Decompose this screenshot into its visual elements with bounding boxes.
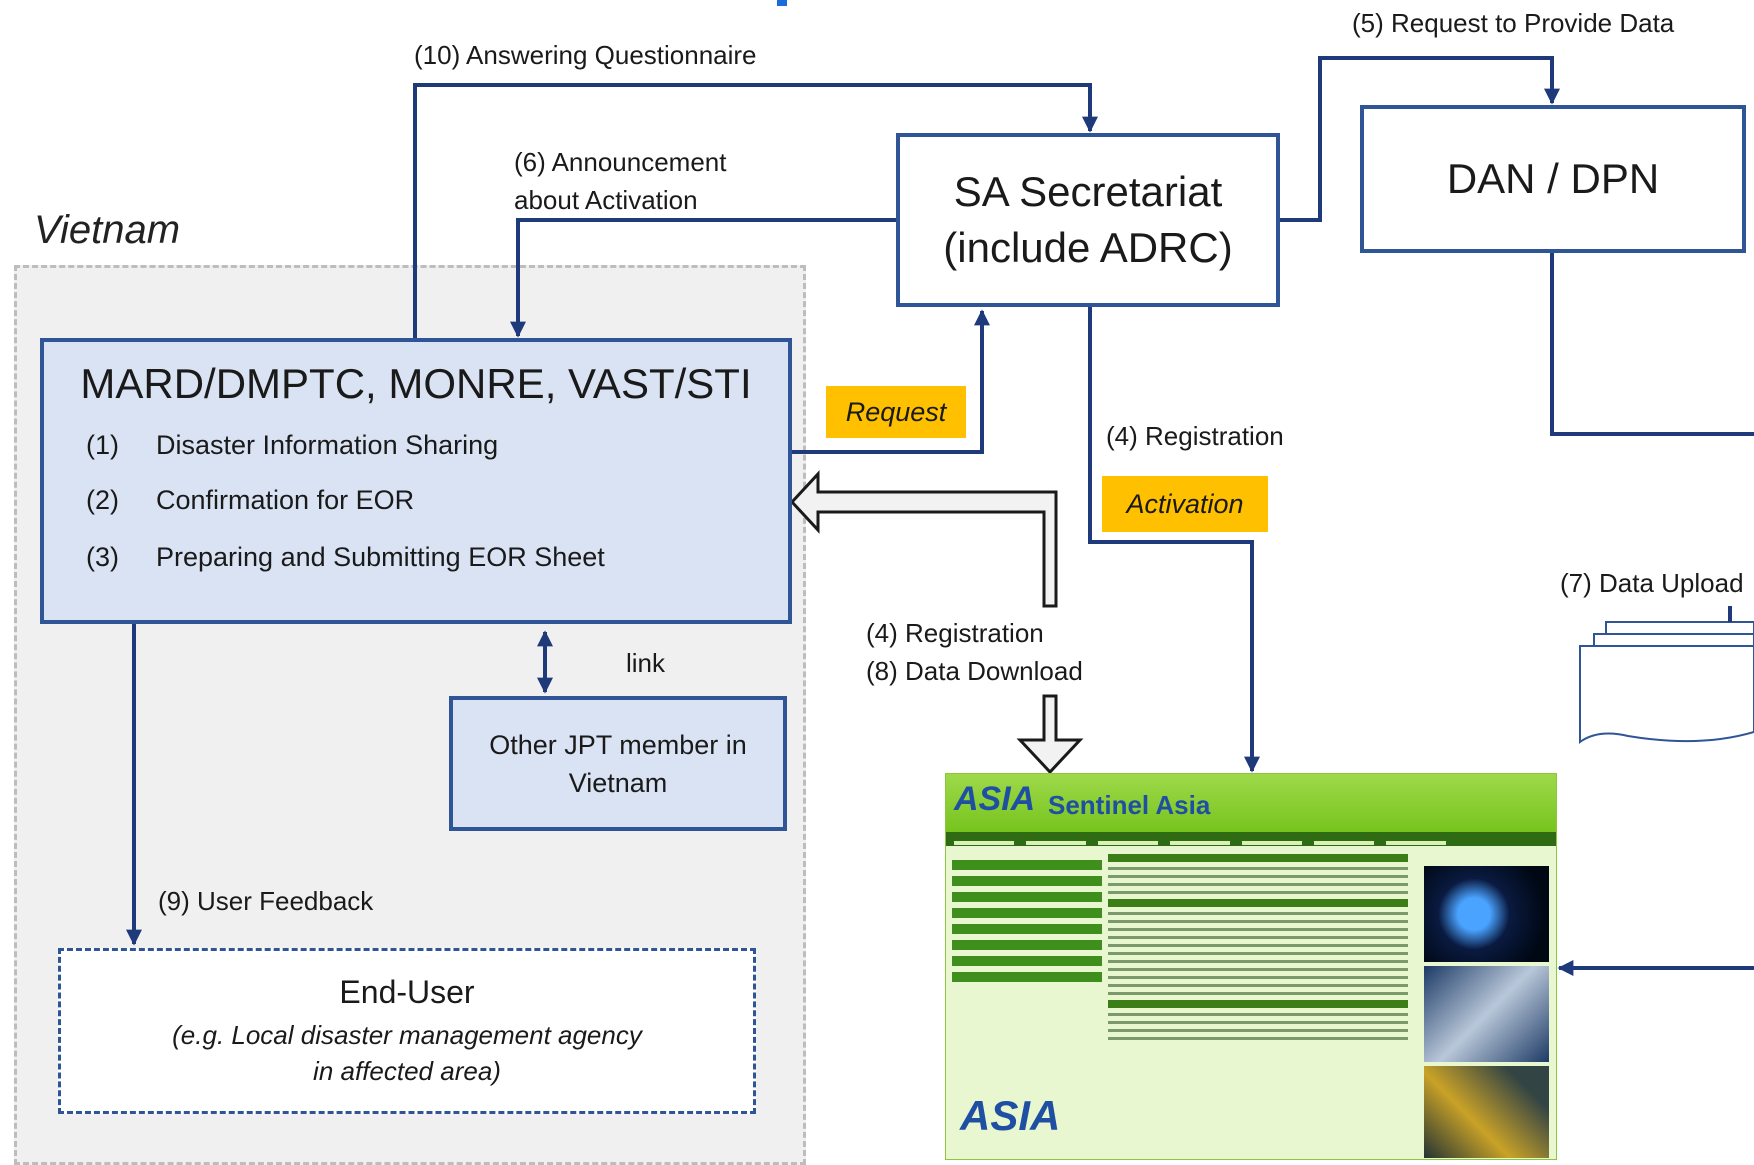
mard-item-number: (2)	[86, 485, 119, 515]
hollow-arrow-data-download	[1016, 694, 1084, 775]
label-registration-web: (4) Registration	[866, 618, 1044, 648]
arrow-activation	[1088, 307, 1260, 773]
sentinel-asia-website-image: ASIA Sentinel Asia ASIA	[945, 773, 1557, 1160]
mard-item: (2) Confirmation for EOR	[86, 485, 414, 516]
sa-secretariat-node: SA Secretariat (include ADRC)	[896, 133, 1280, 307]
sentinel-asia-logo: ASIA	[954, 780, 1036, 818]
website-sidebar	[952, 854, 1102, 1104]
label-link: link	[626, 648, 666, 678]
end-user-title: End-User	[339, 973, 475, 1010]
label-request-to-provide-data: (5) Request to Provide Data	[1352, 8, 1675, 38]
mard-item: (3) Preparing and Submitting EOR Sheet	[86, 542, 605, 573]
arrow-announcement	[510, 218, 896, 338]
mard-item-number: (3)	[86, 542, 119, 572]
label-about-activation: about Activation	[514, 185, 698, 215]
dan-dpn-label: DAN / DPN	[1446, 155, 1660, 202]
arrow-data-upload	[1550, 253, 1754, 436]
sentinel-asia-logo: ASIA	[960, 1092, 1061, 1139]
earth-satellite-image	[1424, 866, 1549, 962]
mard-node: MARD/DMPTC, MONRE, VAST/STI (1) Disaster …	[40, 338, 792, 624]
website-header	[946, 774, 1556, 832]
mard-title: MARD/DMPTC, MONRE, VAST/STI	[80, 360, 752, 407]
arrow-request	[792, 309, 990, 454]
website-nav	[946, 832, 1556, 846]
other-jpt-member-node: Other JPT member in Vietnam	[449, 696, 787, 831]
website-brand: Sentinel Asia	[1048, 790, 1211, 820]
request-tag: Request	[826, 386, 966, 438]
mard-item-text: Preparing and Submitting EOR Sheet	[156, 542, 605, 572]
activation-tag: Activation	[1102, 476, 1268, 532]
data-upload-documents-icon	[1579, 621, 1754, 744]
website-content	[1108, 850, 1408, 1150]
satellite-image	[1424, 1066, 1549, 1158]
mard-item-text: Disaster Information Sharing	[156, 430, 499, 460]
label-data-upload: (7) Data Upload	[1560, 568, 1744, 598]
label-data-download: (8) Data Download	[866, 656, 1083, 686]
mard-item-text: Confirmation for EOR	[156, 485, 415, 515]
satellite-image	[1424, 966, 1549, 1062]
arrow-request-to-provide	[1280, 56, 1560, 222]
end-user-line2: in affected area)	[313, 1055, 501, 1086]
dan-dpn-node: DAN / DPN	[1360, 105, 1746, 253]
label-announcement: (6) Announcement	[514, 147, 727, 177]
mard-item-number: (1)	[86, 430, 119, 460]
end-user-node: End-User (e.g. Local disaster management…	[58, 948, 756, 1114]
sa-secretariat-subtitle: (include ADRC)	[943, 224, 1233, 271]
hollow-arrow-registration	[789, 470, 1058, 608]
end-user-line1: (e.g. Local disaster management agency	[172, 1019, 642, 1050]
label-answering-questionnaire: (10) Answering Questionnaire	[414, 40, 757, 70]
jpt-line2: Vietnam	[568, 767, 668, 798]
label-registration-sa: (4) Registration	[1106, 421, 1284, 451]
jpt-line1: Other JPT member in	[489, 729, 747, 760]
top-edge-mark	[777, 0, 787, 6]
mard-item: (1) Disaster Information Sharing	[86, 430, 498, 461]
vietnam-region-label: Vietnam	[34, 208, 181, 252]
label-user-feedback: (9) User Feedback	[158, 886, 374, 916]
arrow-answering-questionnaire	[413, 83, 1098, 338]
sa-secretariat-title: SA Secretariat	[953, 168, 1223, 215]
